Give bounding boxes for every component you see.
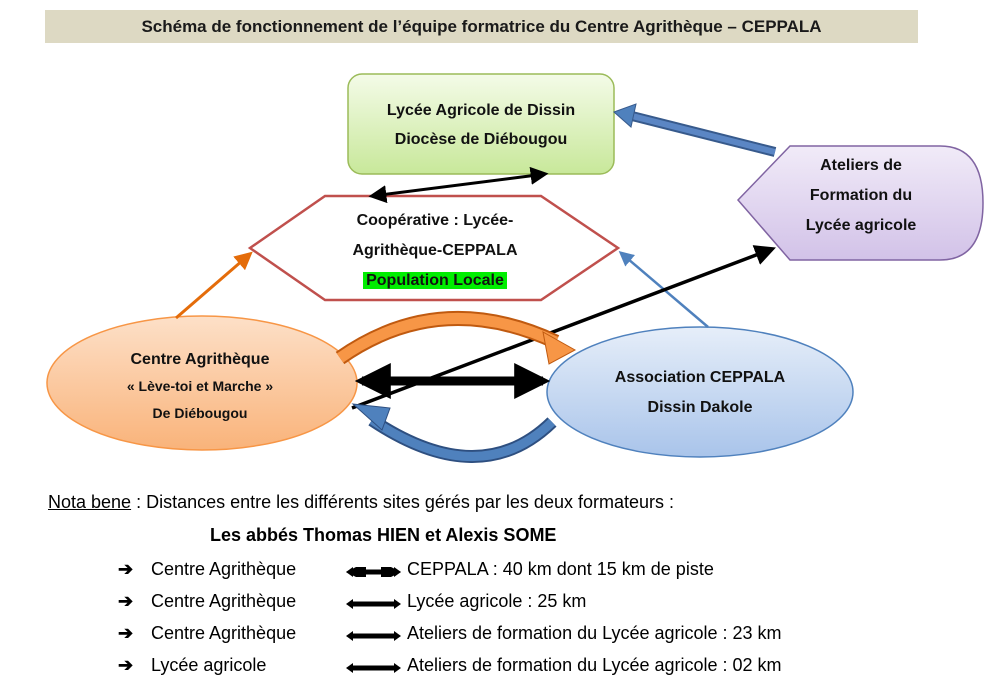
association-label: Association CEPPALA Dissin Dakole [560,363,840,423]
double-arrow-icon [346,663,401,673]
distance-from: Centre Agrithèque [151,591,297,611]
right-arrow-icon: ➔ [118,559,134,579]
ateliers-label-line2: Formation du [809,187,913,204]
double-arrow-icon [346,567,401,577]
right-arrow-icon: ➔ [118,623,134,643]
right-arrow-icon: ➔ [118,655,134,675]
nota-bene: Nota bene : Distances entre les différen… [48,492,674,513]
lycee-label: Lycée Agricole de Dissin Diocèse de Diéb… [350,96,612,154]
blue-curved-arrow [351,403,557,463]
diagram-title: Schéma de fonctionnement de l’équipe for… [141,17,822,36]
lycee-label-line1: Lycée Agricole de Dissin [386,102,576,119]
nota-bene-label: Nota bene [48,492,132,512]
distance-to: CEPPALA : 40 km dont 15 km de piste [407,559,714,579]
centre-cooperative-arrow [175,251,253,320]
right-arrow-icon: ➔ [118,591,134,611]
centre-label: Centre Agrithèque « Lève-toi et Marche »… [80,346,320,427]
centre-label-line2: « Lève-toi et Marche » [126,378,274,394]
population-locale-label: Population Locale [363,272,507,289]
nota-bene-text: : Distances entre les différents sites g… [131,492,674,512]
ateliers-label: Ateliers de Formation du Lycée agricole [768,151,954,241]
lycee-cooperative-arrow [368,166,549,204]
ateliers-node [736,145,984,261]
orange-curved-arrow [335,310,577,365]
distance-from: Lycée agricole [151,655,267,675]
title-band [45,10,918,43]
distance-to: Ateliers de formation du Lycée agricole … [407,655,782,675]
cooperative-label-line1: Coopérative : Lycée- [356,212,514,229]
ateliers-label-line1: Ateliers de [820,157,902,174]
cooperative-label: Coopérative : Lycée- Agrithèque-CEPPALA … [300,206,570,296]
cooperative-label-line2: Agrithèque-CEPPALA [352,242,518,259]
association-label-line1: Association CEPPALA [614,369,786,386]
cooperative-node [247,194,621,302]
distance-to: Ateliers de formation du Lycée agricole … [407,623,782,643]
distance-to: Lycée agricole : 25 km [407,591,587,611]
centre-label-line1: Centre Agrithèque [130,351,270,368]
double-arrow-icon [346,631,401,641]
double-arrow-icon [346,599,401,609]
distance-from: Centre Agrithèque [151,559,297,579]
lycee-label-line2: Diocèse de Diébougou [394,131,568,148]
ateliers-label-line3: Lycée agricole [805,217,917,234]
distance-from: Centre Agrithèque [151,623,297,643]
association-label-line2: Dissin Dakole [647,399,753,416]
ateliers-lycee-arrow [613,103,777,157]
centre-label-line3: De Diébougou [152,405,248,421]
signers: Les abbés Thomas HIEN et Alexis SOME [210,525,557,545]
